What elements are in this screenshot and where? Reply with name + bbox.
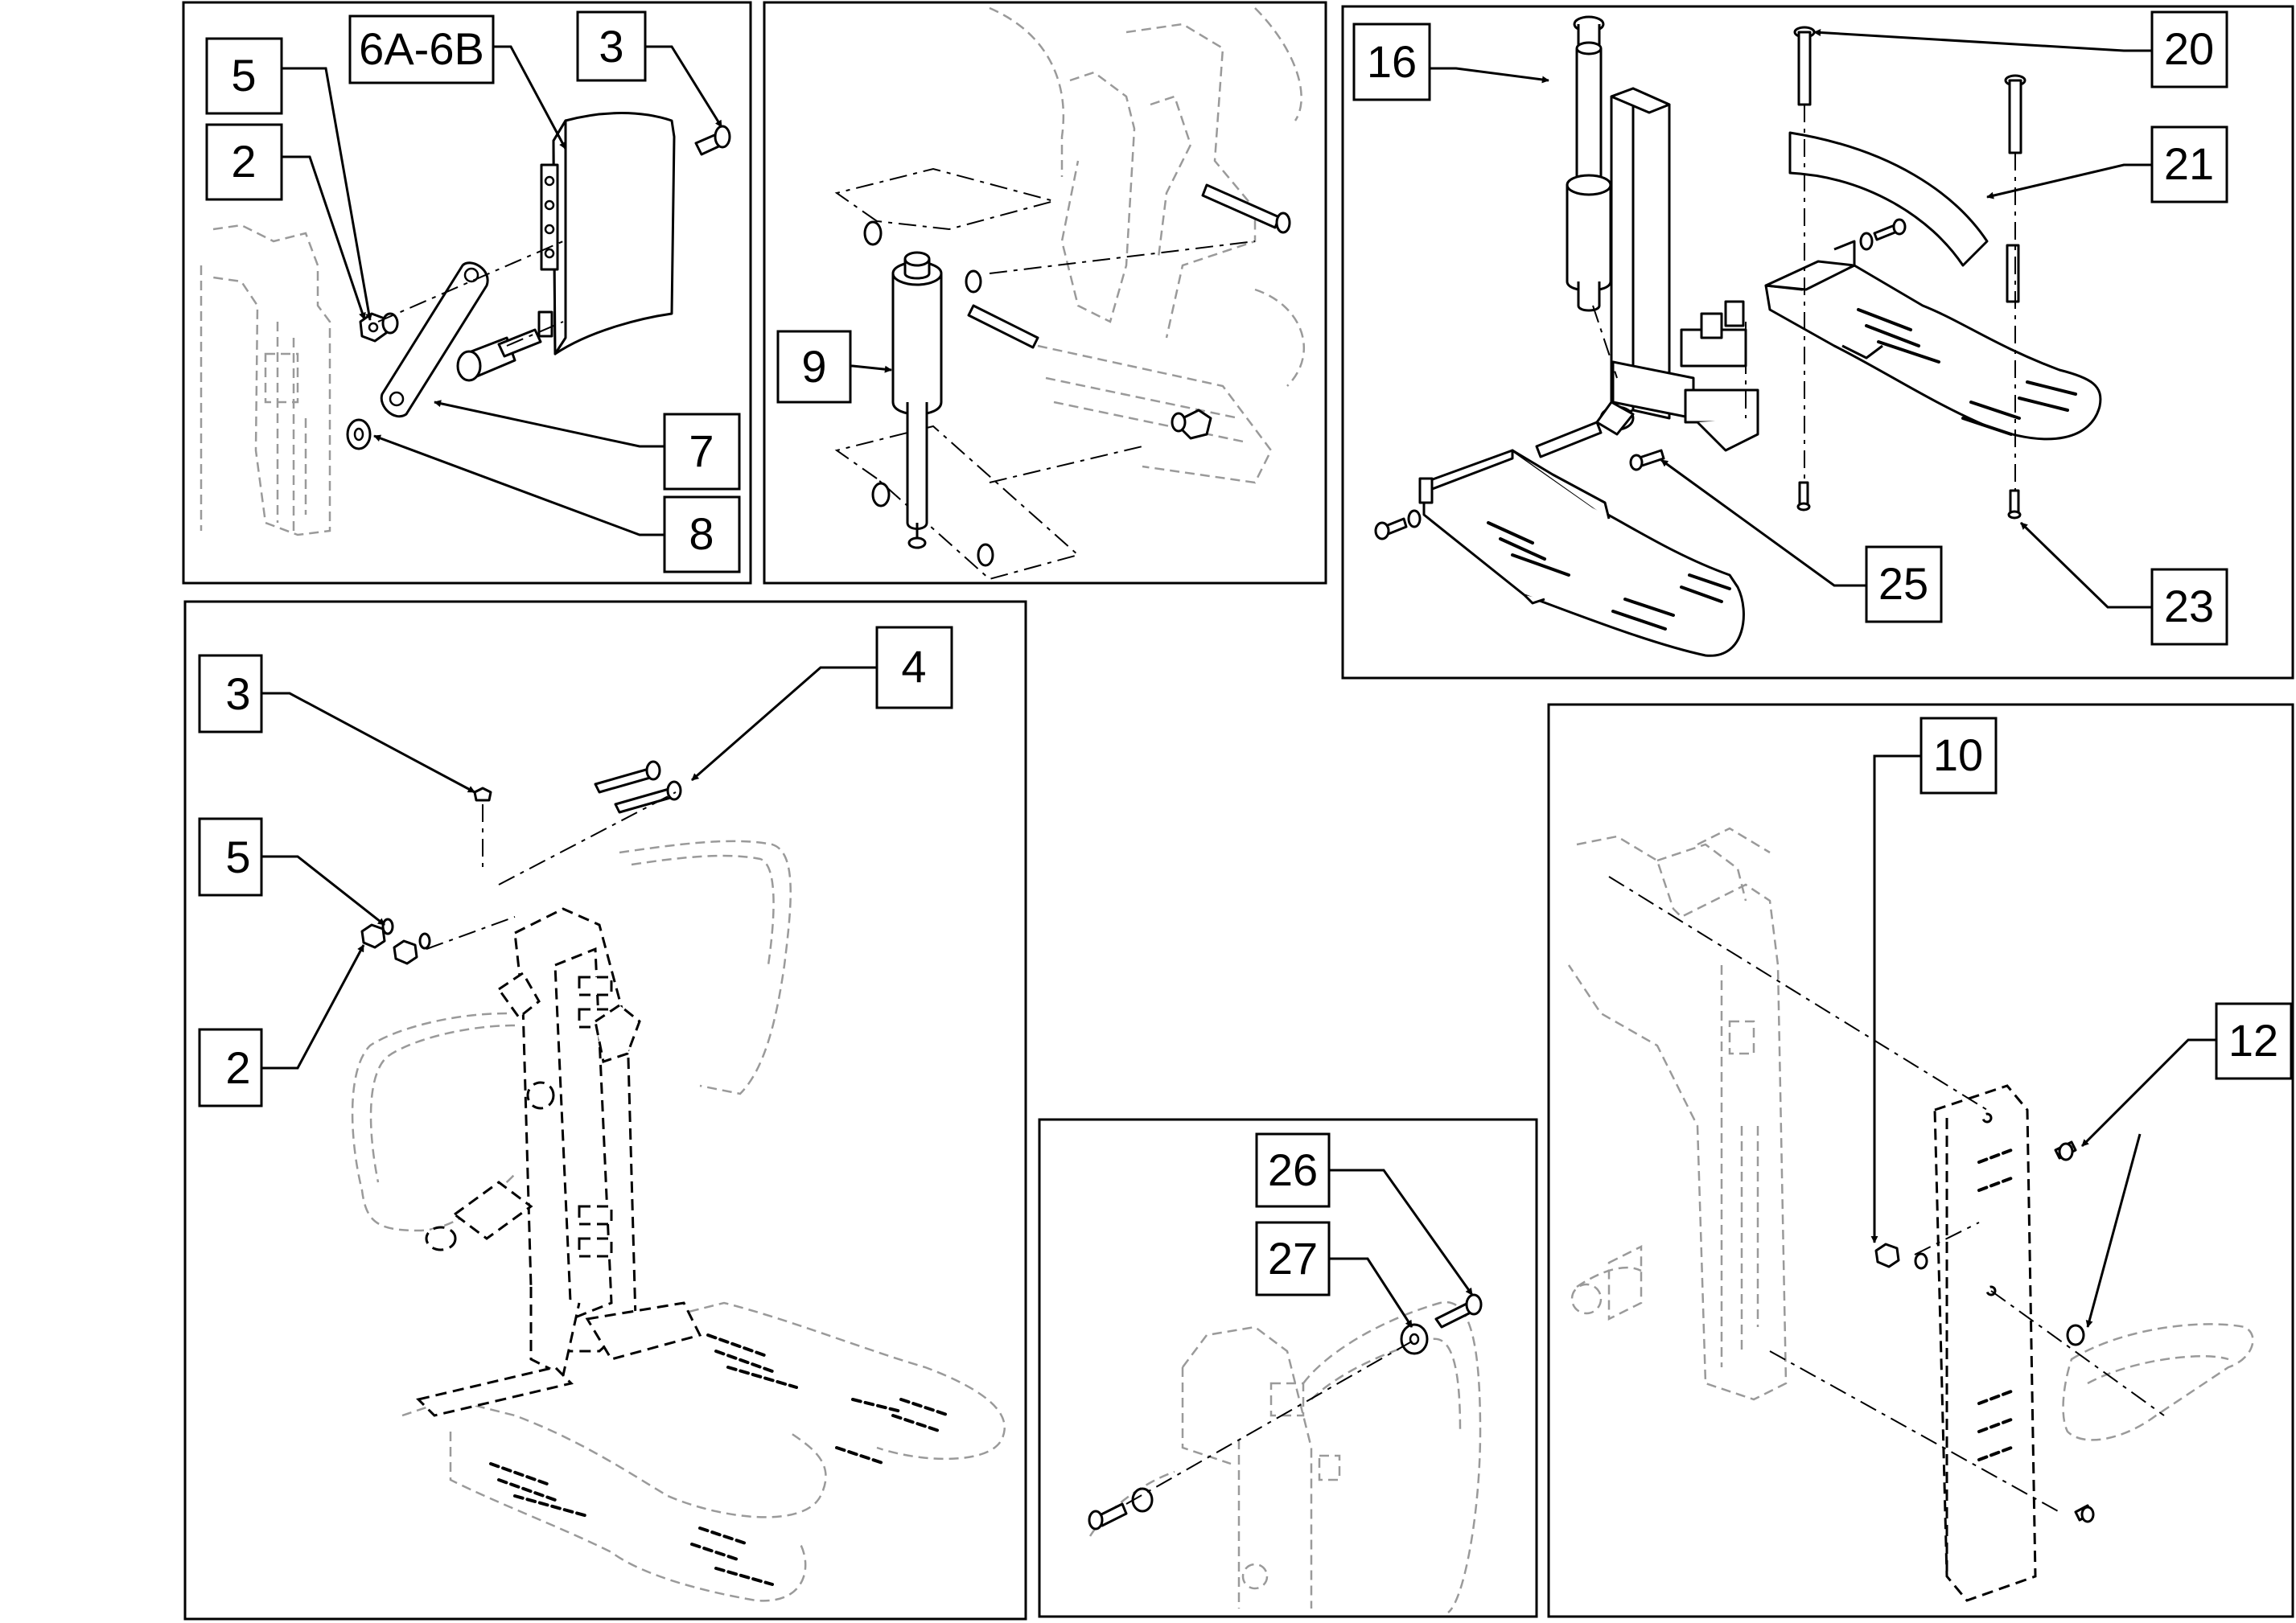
screw: [694, 125, 731, 156]
svg-text:4: 4: [901, 641, 926, 692]
panel-calf-pad: [182, 1, 752, 585]
svg-text:12: 12: [2228, 1015, 2278, 1066]
panel-hanger-assembly: [183, 600, 1027, 1621]
hinge-blocks: [1680, 300, 1759, 452]
panel-frame: [182, 1, 752, 585]
right-footplate: [1764, 240, 2102, 441]
heel-strap: [1788, 131, 2020, 303]
callout-23: 23: [2150, 568, 2228, 646]
callout-10: 10: [1920, 717, 1998, 795]
callout-12: 12: [2215, 1002, 2293, 1080]
svg-text:5: 5: [231, 50, 256, 101]
callout-25: 25: [1865, 545, 1943, 623]
panel-frame: [1547, 703, 2294, 1618]
calf-pad: [540, 112, 676, 355]
callout-2a: 2: [205, 123, 283, 201]
mount-ghost: [989, 6, 1306, 484]
svg-text:2: 2: [225, 1042, 250, 1093]
callout-5a: 5: [205, 37, 283, 115]
side-plate: [1933, 1084, 2037, 1602]
callout-3a: 3: [576, 10, 647, 82]
svg-text:26: 26: [1268, 1144, 1318, 1195]
panel-frame: [1038, 1118, 1538, 1618]
panel-side-plate: [1547, 703, 2294, 1618]
linear-actuator: [891, 251, 943, 549]
panel-actuator: [763, 1, 1327, 585]
callout-16: 16: [1352, 23, 1431, 101]
svg-text:5: 5: [225, 832, 250, 882]
panel-footplates: [1341, 5, 2294, 680]
svg-text:21: 21: [2164, 138, 2214, 189]
hanger-frame: [416, 907, 702, 1417]
svg-text:10: 10: [1933, 729, 1983, 780]
svg-text:27: 27: [1268, 1233, 1318, 1284]
hanger-ghost-right: [1567, 827, 1788, 1401]
channel-upright: [1610, 87, 1695, 420]
callout-20: 20: [2150, 10, 2228, 88]
svg-text:2: 2: [231, 136, 256, 187]
panel-frame: [763, 1, 1327, 585]
callout-7: 7: [663, 413, 741, 491]
svg-text:6A-6B: 6A-6B: [359, 23, 484, 74]
callout-9: 9: [776, 330, 852, 404]
callout-27: 27: [1255, 1221, 1331, 1296]
svg-text:3: 3: [599, 21, 623, 72]
svg-text:8: 8: [689, 508, 714, 559]
hanger-hardware: [360, 760, 682, 965]
plate-hardware: [1874, 1140, 2095, 1523]
callout-2b: 2: [198, 1028, 263, 1107]
svg-text:9: 9: [801, 341, 826, 392]
panel-frame: [1341, 5, 2294, 680]
hanger-ghost: [200, 224, 331, 536]
pivot-hardware: [1088, 1293, 1483, 1531]
panel-frame: [183, 600, 1027, 1621]
callout-26: 26: [1255, 1132, 1331, 1208]
callout-4: 4: [875, 626, 953, 709]
spacer-bolt: [456, 310, 553, 382]
callout-5b: 5: [198, 817, 263, 897]
panel-pivot-hardware: [1038, 1118, 1538, 1618]
footrest-shaft: [1535, 401, 1635, 458]
assembly-centerline: [377, 240, 564, 347]
callout-8: 8: [663, 495, 741, 573]
svg-text:7: 7: [689, 425, 714, 476]
svg-text:20: 20: [2164, 23, 2214, 74]
svg-text:23: 23: [2164, 581, 2214, 631]
left-footplate: [1418, 449, 1745, 657]
bolts: [1374, 26, 2026, 540]
actuator-cylinder: [1566, 15, 1612, 312]
callout-21: 21: [2150, 125, 2228, 203]
mounting-bracket: [380, 261, 489, 417]
callout-3b: 3: [198, 654, 263, 733]
callout-6a-6b: 6A-6B: [348, 14, 495, 84]
svg-text:16: 16: [1367, 36, 1417, 87]
svg-text:3: 3: [225, 668, 250, 719]
svg-text:25: 25: [1878, 558, 1928, 609]
actuator-hardware: [863, 183, 1291, 567]
